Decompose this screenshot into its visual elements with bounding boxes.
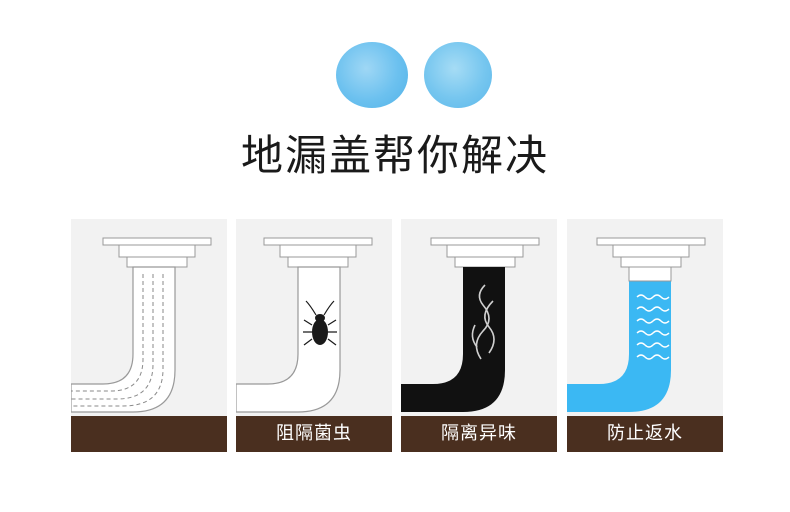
water-waves-icon bbox=[636, 294, 670, 360]
panel-isolate-odor: 隔离异味 bbox=[401, 219, 557, 452]
drain-pipe-icon bbox=[567, 237, 706, 412]
headline: 地漏盖帮你解决 bbox=[240, 131, 549, 180]
panel-caption bbox=[71, 416, 227, 452]
drain-pipe-icon bbox=[71, 237, 212, 413]
panel-plain-pipe bbox=[71, 219, 227, 452]
panel-caption: 防止返水 bbox=[567, 416, 723, 452]
drain-cover-icon bbox=[424, 42, 492, 108]
drain-cover-images bbox=[0, 42, 790, 122]
panel-caption: 阻隔菌虫 bbox=[236, 416, 392, 452]
drain-pipe-icon bbox=[401, 237, 540, 412]
panel-caption: 隔离异味 bbox=[401, 416, 557, 452]
cockroach-icon bbox=[303, 300, 337, 346]
panel-prevent-backflow: 防止返水 bbox=[567, 219, 723, 452]
smoke-icon bbox=[471, 284, 495, 360]
drain-pipe-icon bbox=[236, 237, 373, 413]
drain-cover-icon bbox=[336, 42, 408, 108]
panel-block-insects: 阻隔菌虫 bbox=[236, 219, 392, 452]
